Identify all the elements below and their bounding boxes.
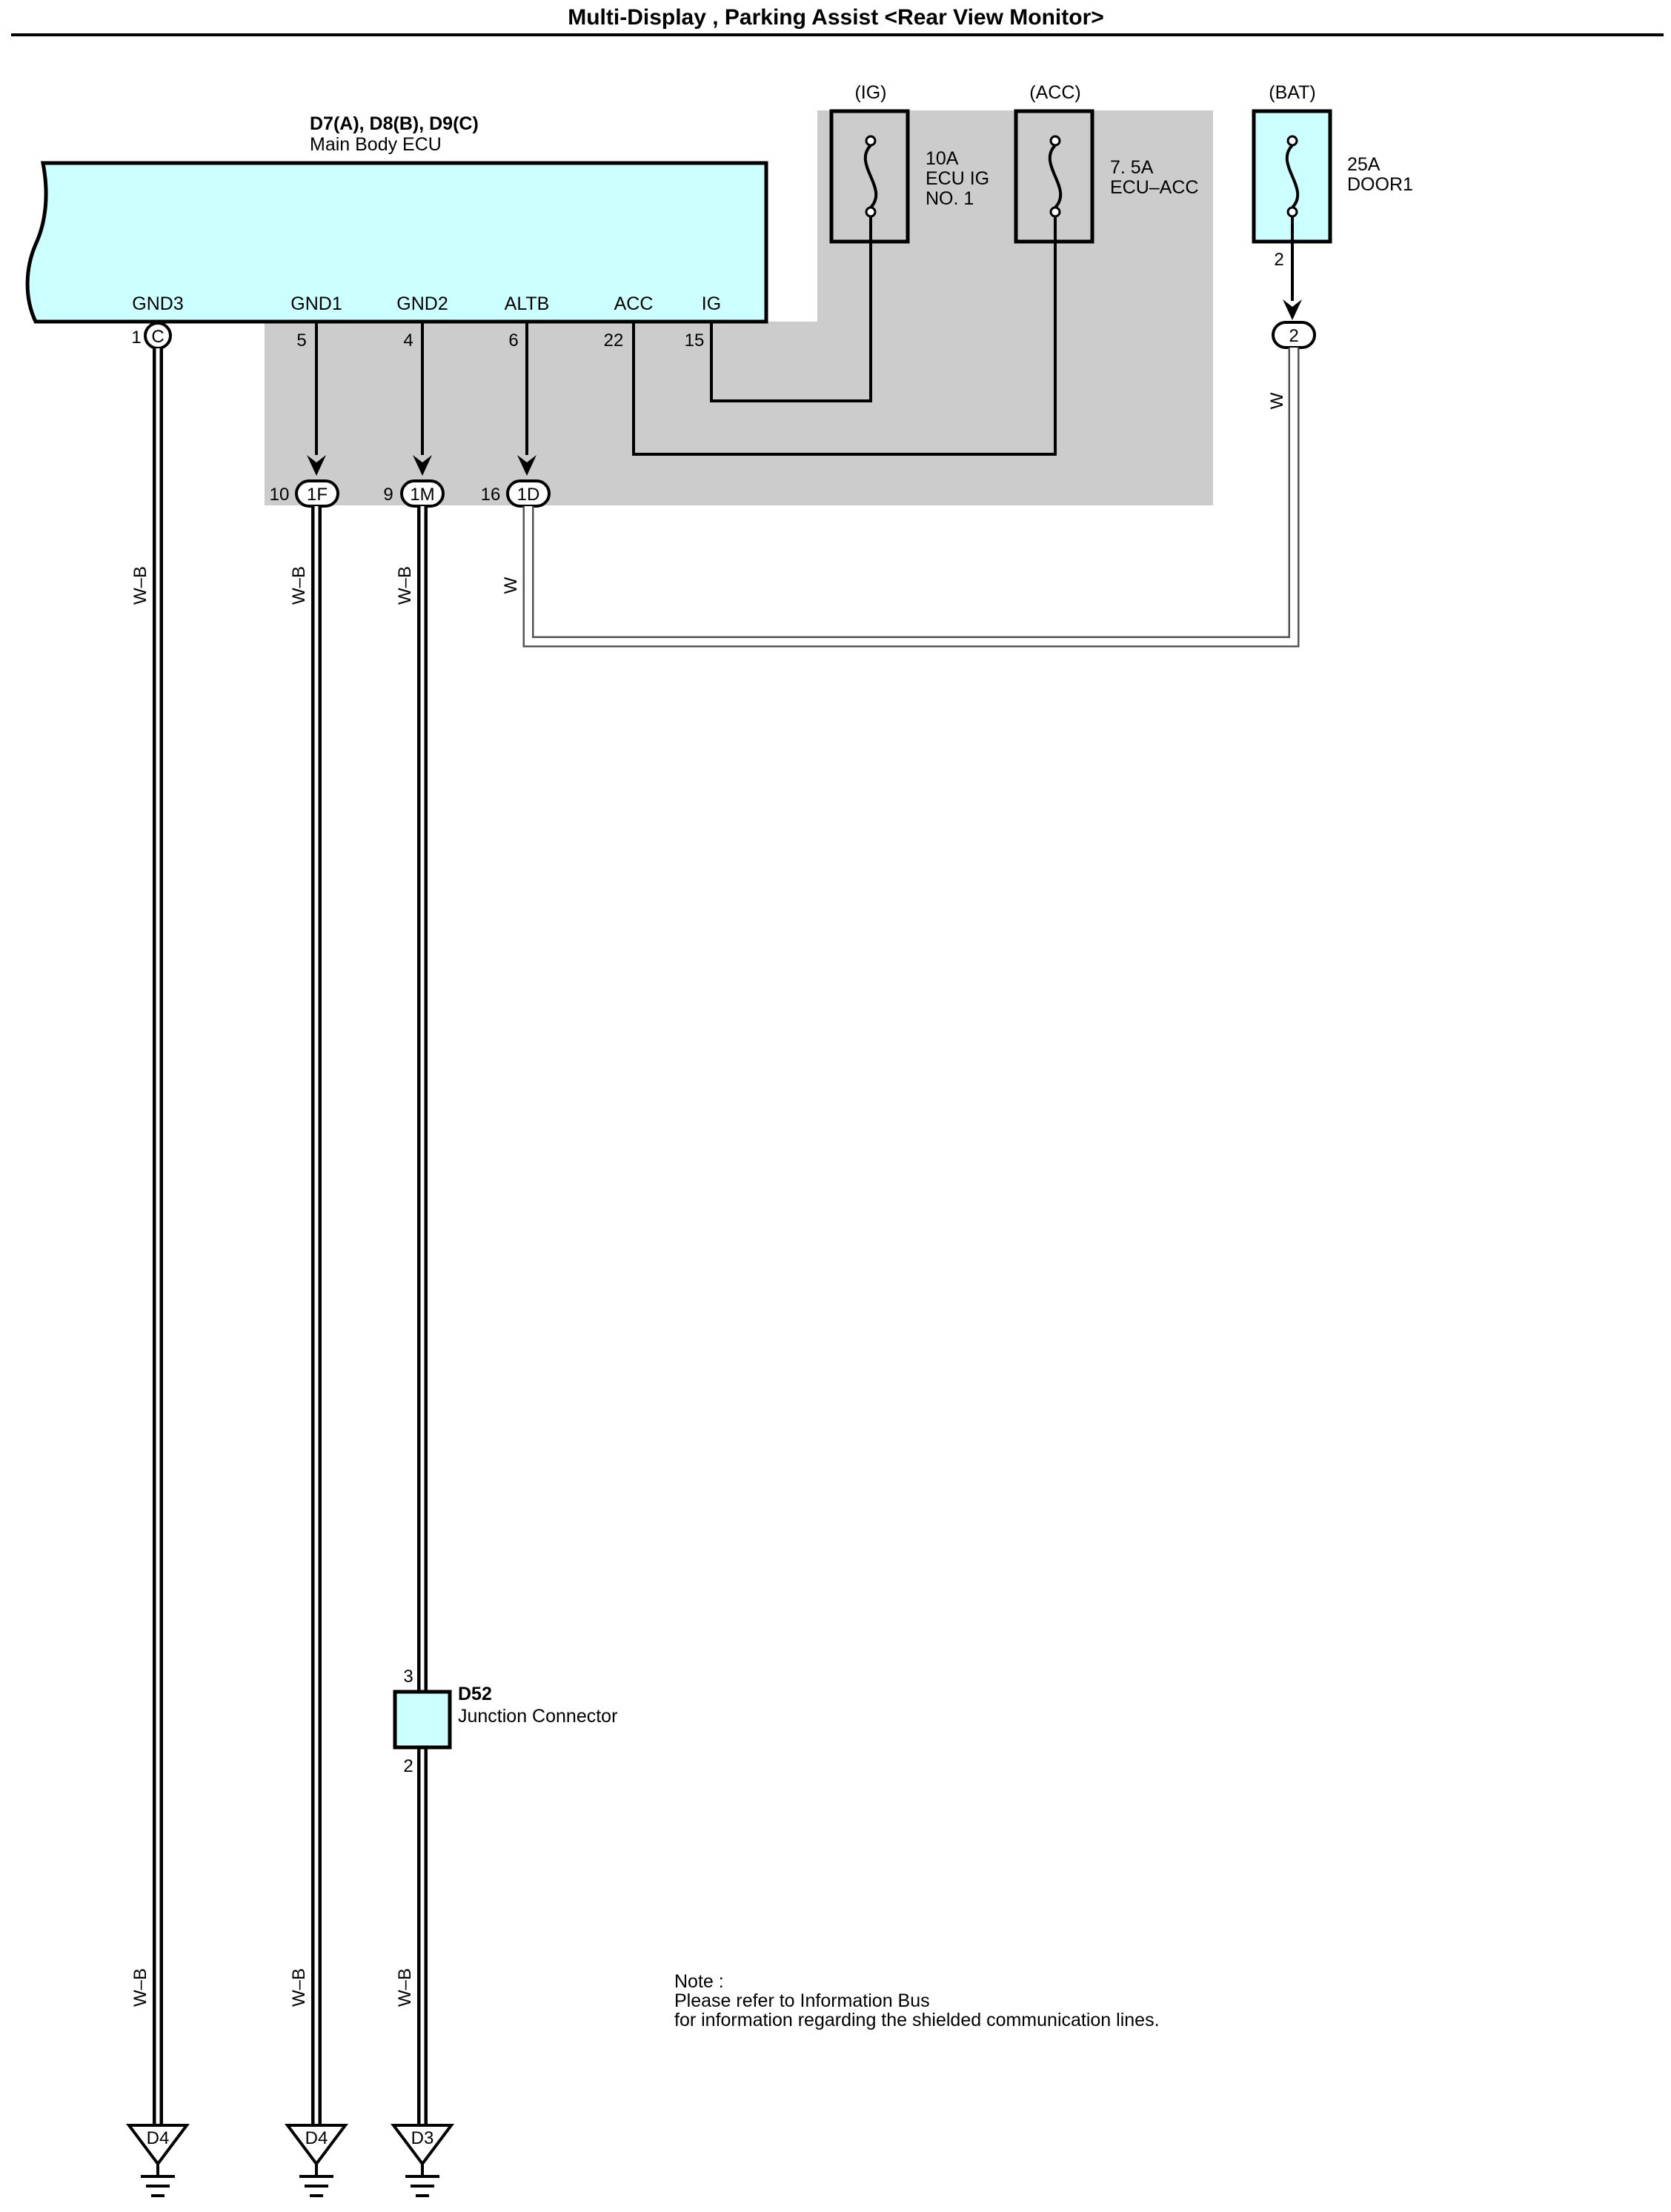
fuse-bat-rating: 25A xyxy=(1347,154,1381,175)
ground-d4-gnd3-label: D4 xyxy=(147,2128,170,2148)
pin-acc: 22 xyxy=(604,331,624,351)
pin-gnd2: 4 xyxy=(403,331,413,351)
fuse-acc-source: (ACC) xyxy=(1029,82,1080,103)
pin-gnd1: 5 xyxy=(296,331,306,351)
fuse-bat-pin: 2 xyxy=(1274,250,1283,270)
connector-1f-pin: 10 xyxy=(270,485,290,505)
terminal-gnd1: GND1 xyxy=(290,293,342,314)
d52-code: D52 xyxy=(458,1684,492,1704)
pin-ig: 15 xyxy=(685,331,705,351)
wire-acc xyxy=(632,216,1057,456)
arrow-gnd2 xyxy=(413,455,432,476)
junction-block-shade xyxy=(265,110,1213,505)
fuse-acc-rating: 7. 5A xyxy=(1110,157,1154,178)
wire-ig xyxy=(710,216,872,402)
wire-color-gnd1-bottom: W–B xyxy=(289,1968,309,2007)
terminal-acc: ACC xyxy=(614,293,654,314)
fuse-bat-source: (BAT) xyxy=(1269,82,1315,103)
diagram-title: Multi-Display , Parking Assist <Rear Vie… xyxy=(568,5,1104,30)
connector-1d-pin: 16 xyxy=(481,485,501,505)
fuse-acc xyxy=(1014,109,1094,244)
ground-d4-gnd3 xyxy=(126,2124,190,2197)
wire-color-gnd2-bottom: W–B xyxy=(395,1968,415,2007)
ecu-code: D7(A), D8(B), D9(C) xyxy=(310,113,479,134)
wire-color-gnd1-top: W–B xyxy=(289,566,309,605)
arrow-bat xyxy=(1283,299,1302,320)
ground-d4-gnd1 xyxy=(285,2124,348,2197)
ecu-name: Main Body ECU xyxy=(310,134,442,155)
gnd3-connector-label: C xyxy=(151,327,164,347)
fuse-ig-rating: 10A xyxy=(926,148,959,169)
wire-color-bat: W xyxy=(1267,392,1287,409)
d52-pin-top: 3 xyxy=(403,1667,413,1687)
note-line-3: for information regarding the shielded c… xyxy=(674,2010,1160,2030)
wire-color-altb: W xyxy=(501,577,521,594)
connector-1m-pin: 9 xyxy=(383,485,393,505)
wire-color-gnd2-top: W–B xyxy=(395,566,415,605)
wire-color-gnd3-bottom: W–B xyxy=(130,1968,150,2007)
note-line-2: Please refer to Information Bus xyxy=(674,1990,930,2011)
terminal-altb: ALTB xyxy=(505,293,550,314)
ground-d3-gnd2 xyxy=(391,2124,454,2197)
fuse-ig-name-2: NO. 1 xyxy=(926,188,974,209)
connector-1d-label: 1D xyxy=(517,485,540,505)
connector-1f-label: 1F xyxy=(307,485,328,505)
d52-name: Junction Connector xyxy=(458,1706,617,1727)
terminal-ig: IG xyxy=(702,293,721,314)
ground-d3-gnd2-label: D3 xyxy=(411,2128,434,2148)
connector-bat-2-label: 2 xyxy=(1289,326,1298,346)
main-body-ecu-box xyxy=(25,161,768,324)
fuse-bat-name-1: DOOR1 xyxy=(1347,174,1413,195)
wire-w-loop-inner xyxy=(525,348,1298,645)
arrow-gnd1 xyxy=(307,455,326,476)
fuse-acc-name-1: ECU–ACC xyxy=(1110,177,1198,198)
note-line-1: Note : xyxy=(674,1971,724,1992)
wire-color-gnd3-top: W–B xyxy=(130,566,150,605)
connector-1m-label: 1M xyxy=(410,485,434,505)
terminal-gnd2: GND2 xyxy=(396,293,448,314)
ground-d4-gnd1-label: D4 xyxy=(305,2128,328,2148)
pin-altb: 6 xyxy=(508,331,518,351)
fuse-ig-name-1: ECU IG xyxy=(926,168,989,189)
d52-junction-connector xyxy=(393,1690,452,1750)
arrow-altb xyxy=(517,455,536,476)
pin-gnd3: 1 xyxy=(131,328,141,348)
d52-pin-bottom: 2 xyxy=(403,1756,413,1776)
fuse-ig-source: (IG) xyxy=(854,82,886,103)
terminal-gnd3: GND3 xyxy=(132,293,183,314)
